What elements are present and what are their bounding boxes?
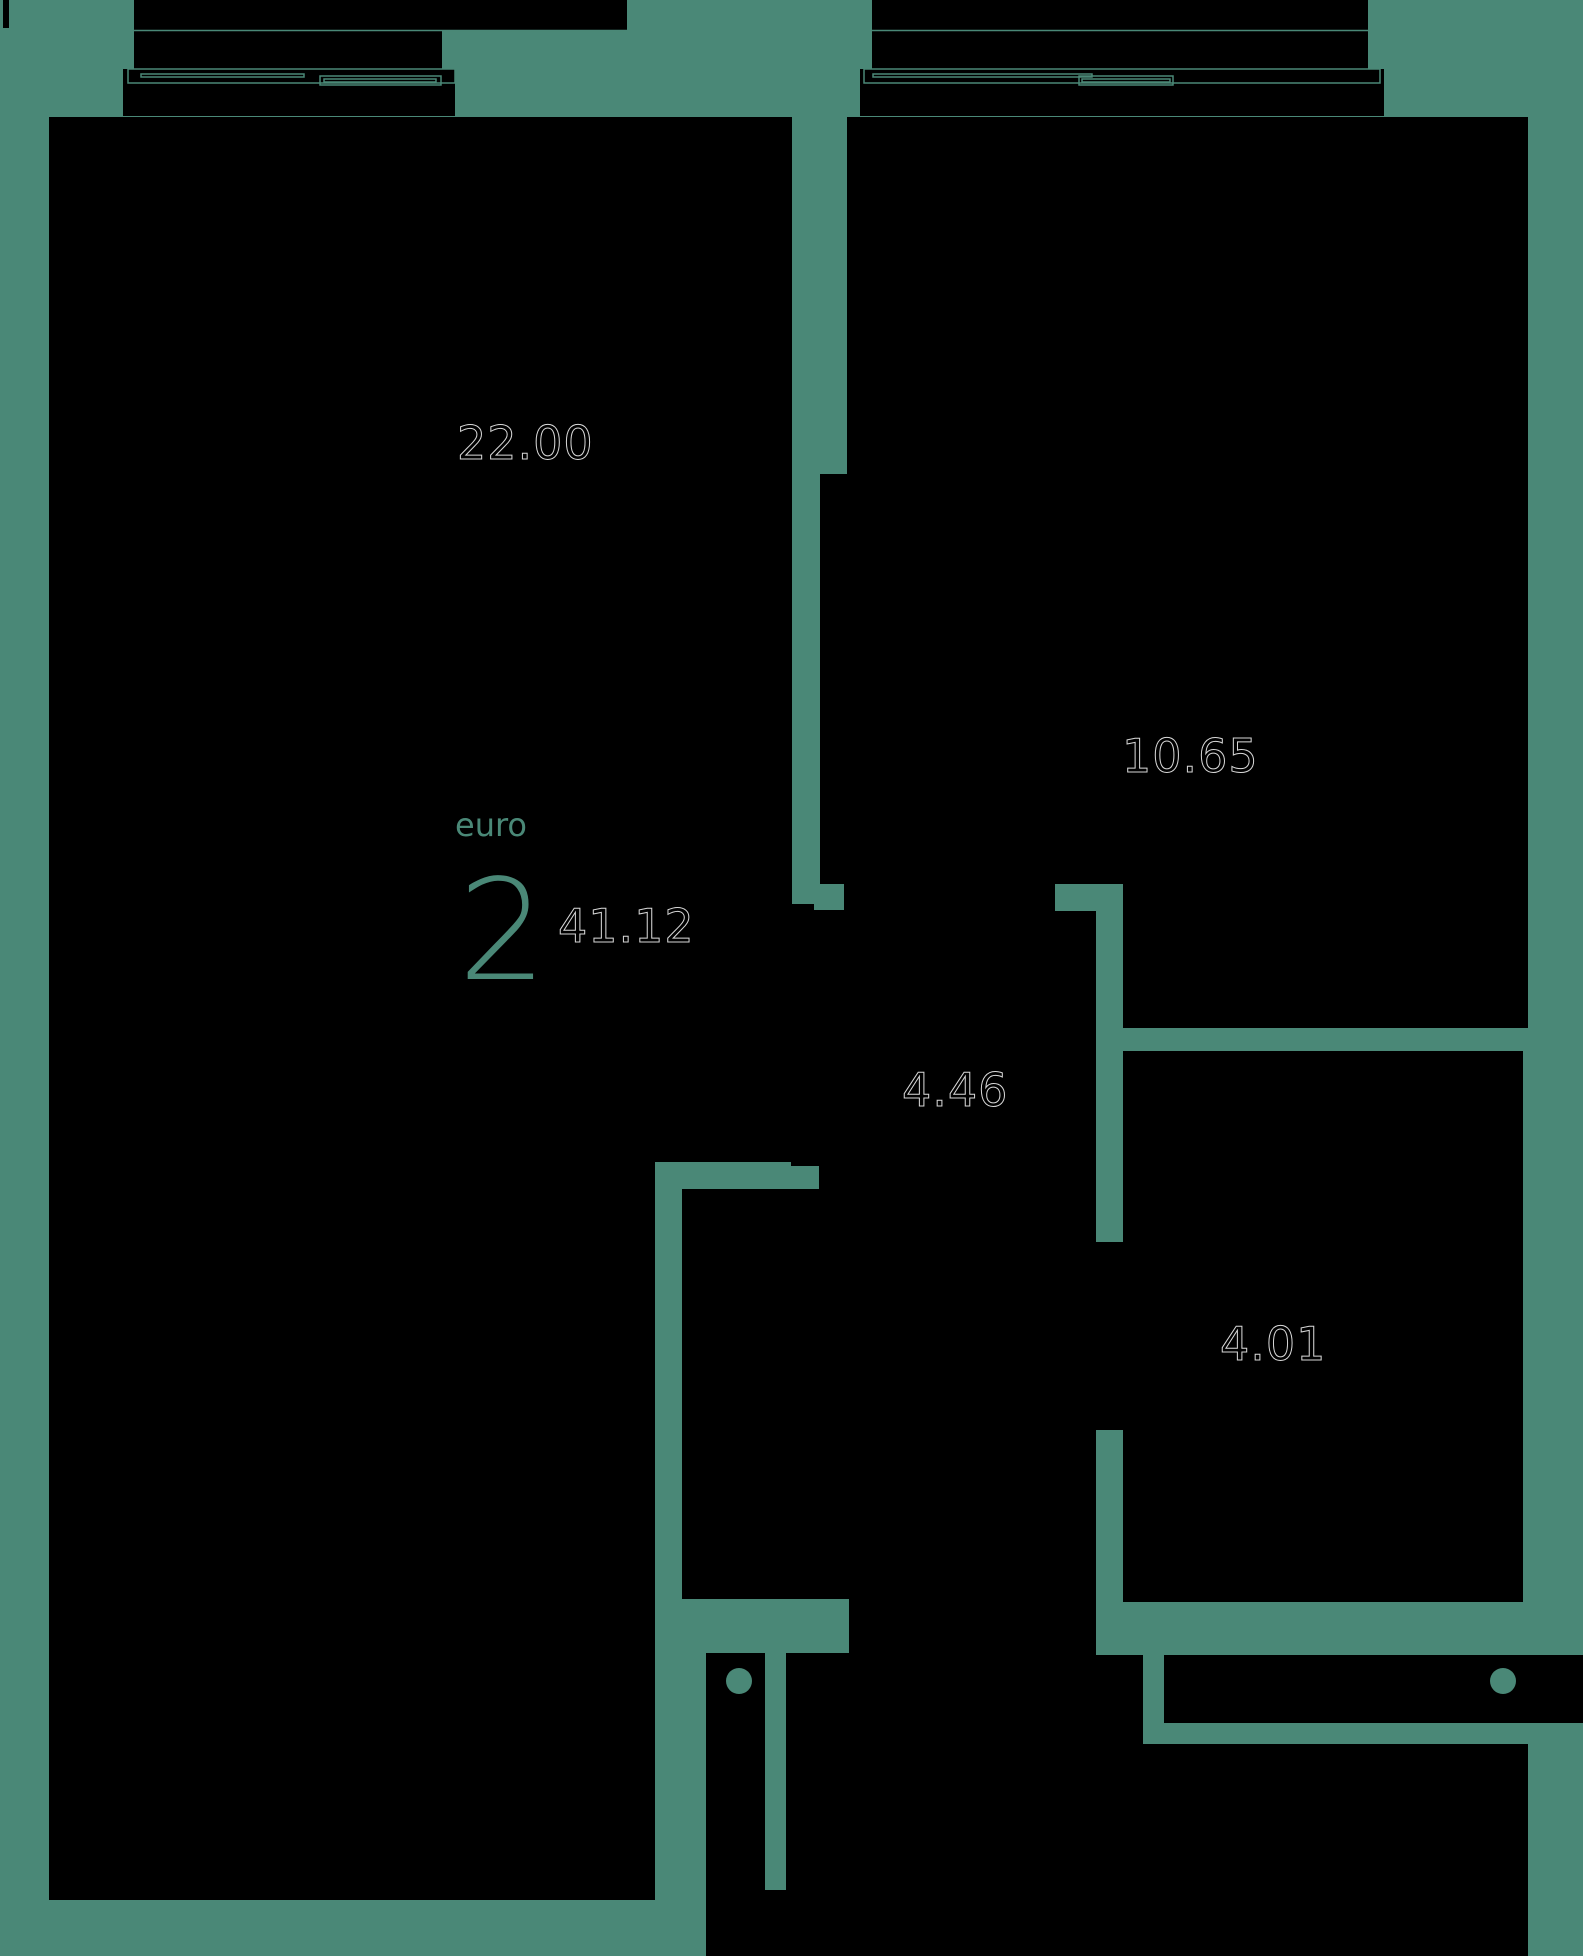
- bath-door: [1096, 1242, 1123, 1430]
- entry-area: [786, 1653, 1096, 1956]
- room-area-bedroom: 10.65: [1122, 729, 1259, 783]
- room-area-hallway: 4.46: [901, 1063, 1009, 1117]
- room-area-bathroom: 4.01: [1219, 1317, 1327, 1371]
- window-right-sill: [872, 31, 1368, 69]
- room-area-living: 22.00: [457, 416, 594, 470]
- brand-euro-label: euro: [455, 806, 527, 844]
- hall-upper: [820, 911, 1096, 1189]
- windows: [49, 0, 1583, 1956]
- shaft: [1164, 1655, 1583, 1723]
- entry-closet: [706, 1653, 765, 1956]
- window-left-outer: [134, 0, 627, 30]
- hall-area: [682, 1189, 1096, 1599]
- corner-tick: [3, 0, 9, 28]
- window-left-sill: [134, 31, 442, 69]
- room-bedroom: [847, 117, 1528, 1028]
- room-bath: [1123, 1051, 1523, 1602]
- total-area: 41.12: [558, 899, 695, 953]
- left-wall: [0, 0, 49, 1956]
- window-right-outer: [872, 0, 1368, 30]
- brand-rooms-count: 2: [458, 850, 548, 1013]
- window-sashes: [127, 29, 1381, 86]
- entry-door: [849, 1599, 1096, 1653]
